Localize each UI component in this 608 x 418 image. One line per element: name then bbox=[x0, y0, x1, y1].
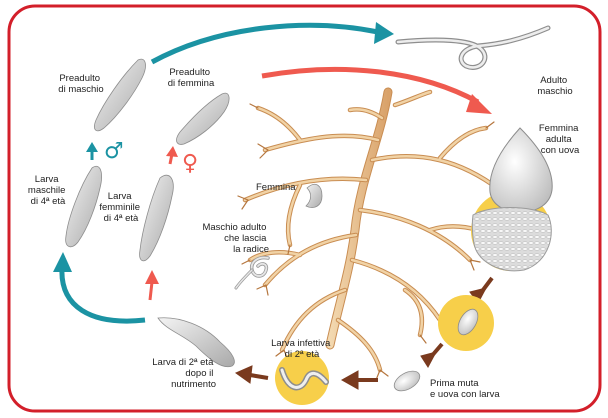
label-preadult-female: Preadulto di femmina bbox=[168, 67, 215, 89]
egg-with-larva-yellow-disk bbox=[438, 295, 494, 351]
label-female: Femmina bbox=[256, 182, 296, 193]
label-adult-male: Adulto maschio bbox=[537, 75, 572, 97]
label-preadult-male: Preadulto di maschio bbox=[58, 73, 103, 95]
female-symbol: ♀ bbox=[182, 151, 198, 176]
male-symbol: ♂ bbox=[104, 139, 124, 164]
arrow-up-larva-female bbox=[150, 282, 152, 300]
